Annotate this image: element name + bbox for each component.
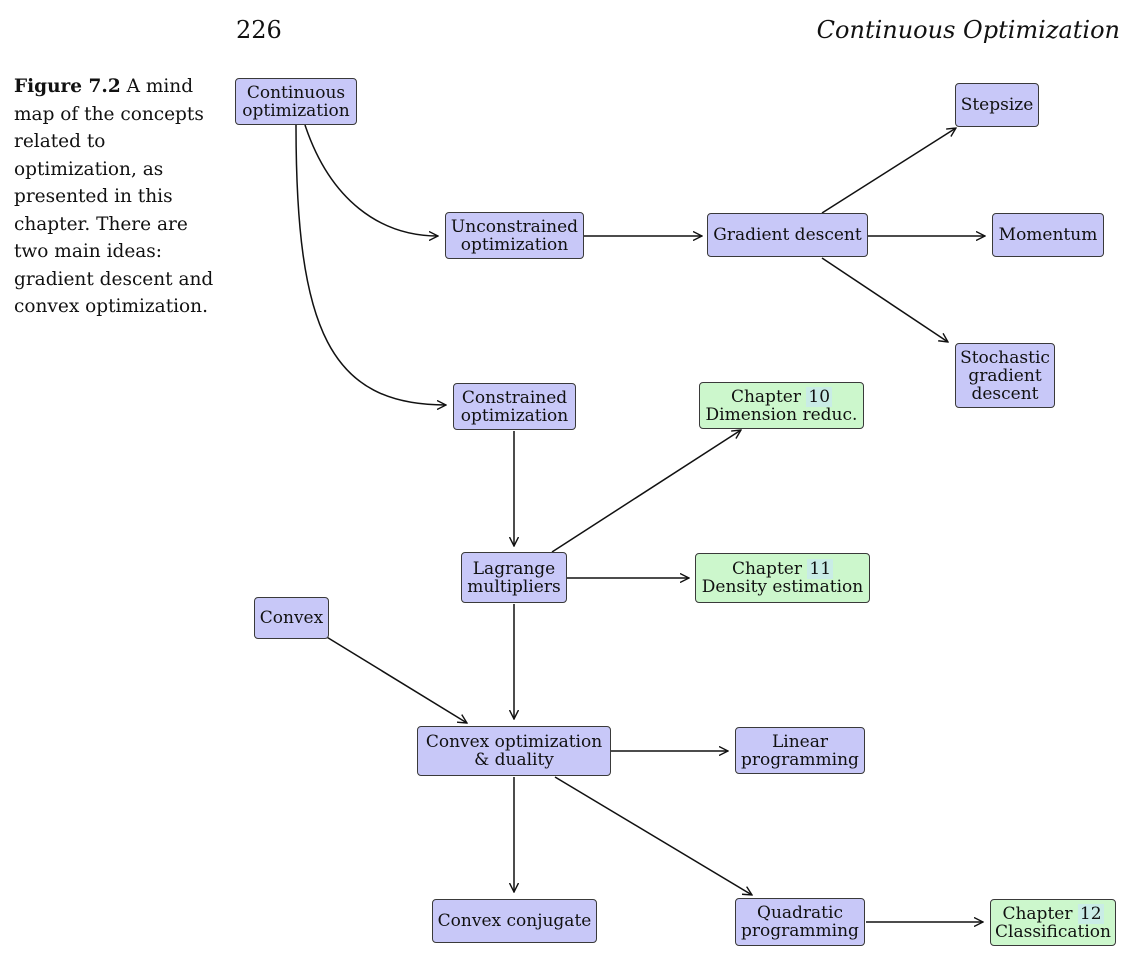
node-chapter-12: Chapter 12 Classification bbox=[990, 899, 1116, 946]
node-stochastic-gradient-descent: Stochastic gradient descent bbox=[955, 343, 1055, 408]
node-line: Convex optimization bbox=[425, 732, 603, 752]
node-unconstrained-optimization: Unconstrained optimization bbox=[445, 212, 584, 259]
chapter-number: 11 bbox=[807, 559, 834, 579]
edge-convex-convexopt bbox=[324, 635, 467, 723]
node-line: Classification bbox=[995, 921, 1111, 942]
node-line: gradient bbox=[968, 365, 1042, 386]
node-line: Convex bbox=[259, 608, 324, 628]
chapter-word: Chapter bbox=[731, 559, 802, 579]
node-line: Unconstrained bbox=[450, 216, 579, 237]
node-chapter-11: Chapter 11 Density estimation bbox=[695, 553, 870, 603]
node-line: multipliers bbox=[467, 576, 561, 597]
node-lagrange-multipliers: Lagrange multipliers bbox=[461, 552, 567, 603]
figure-label: Figure 7.2 bbox=[14, 76, 121, 97]
node-line: Stochastic bbox=[960, 347, 1050, 368]
figure-caption-text: A mind map of the concepts related to op… bbox=[14, 76, 214, 317]
node-constrained-optimization: Constrained optimization bbox=[453, 383, 576, 430]
node-momentum: Momentum bbox=[992, 213, 1104, 257]
node-line: Constrained bbox=[461, 387, 568, 408]
node-stepsize: Stepsize bbox=[955, 83, 1039, 127]
node-line: programming bbox=[741, 921, 859, 941]
chapter-number: 12 bbox=[1077, 903, 1104, 924]
node-linear-programming: Linear programming bbox=[735, 727, 865, 774]
node-convex: Convex bbox=[254, 597, 329, 639]
node-chapter-10: Chapter 10 Dimension reduc. bbox=[699, 382, 864, 429]
edge-lagrange-chapter10 bbox=[551, 430, 741, 553]
node-line: Chapter 12 bbox=[1002, 903, 1104, 924]
node-line: & duality bbox=[474, 750, 554, 770]
node-line: descent bbox=[971, 383, 1039, 404]
node-line: Dimension reduc. bbox=[705, 404, 858, 425]
node-line: Linear bbox=[772, 731, 828, 752]
page-number: 226 bbox=[236, 16, 282, 44]
node-line: programming bbox=[741, 749, 859, 770]
node-line: optimization bbox=[242, 100, 350, 121]
edge-continuous-unconstrained bbox=[304, 124, 438, 236]
edge-gradient-stepsize bbox=[821, 128, 956, 214]
node-quadratic-programming: Quadratic programming bbox=[735, 898, 865, 946]
chapter-word: Chapter bbox=[1002, 903, 1073, 924]
edge-convexopt-quadratic bbox=[554, 776, 752, 895]
node-line: Density estimation bbox=[701, 577, 864, 597]
node-line: Momentum bbox=[998, 225, 1098, 245]
node-line: Convex conjugate bbox=[437, 911, 592, 931]
node-continuous-optimization: Continuous optimization bbox=[235, 78, 357, 125]
figure-caption: Figure 7.2 A mind map of the concepts re… bbox=[14, 73, 214, 321]
node-line: Chapter 11 bbox=[731, 559, 834, 579]
node-line: Stepsize bbox=[960, 95, 1034, 115]
chapter-number: 10 bbox=[806, 386, 833, 407]
node-line: Gradient descent bbox=[713, 225, 862, 245]
node-gradient-descent: Gradient descent bbox=[707, 213, 868, 257]
node-line: optimization bbox=[460, 234, 569, 255]
node-line: Chapter 10 bbox=[730, 386, 833, 407]
node-line: Continuous bbox=[246, 82, 346, 103]
node-line: Lagrange bbox=[472, 558, 556, 579]
node-line: Quadratic bbox=[757, 903, 843, 923]
edge-continuous-constrained bbox=[295, 124, 446, 405]
chapter-word: Chapter bbox=[730, 386, 801, 407]
node-line: optimization bbox=[460, 405, 569, 426]
node-convex-conjugate: Convex conjugate bbox=[432, 899, 597, 943]
running-head: Continuous Optimization bbox=[816, 16, 1120, 44]
node-convex-optimization-duality: Convex optimization & duality bbox=[417, 726, 611, 776]
edge-gradient-stochastic bbox=[821, 257, 948, 342]
